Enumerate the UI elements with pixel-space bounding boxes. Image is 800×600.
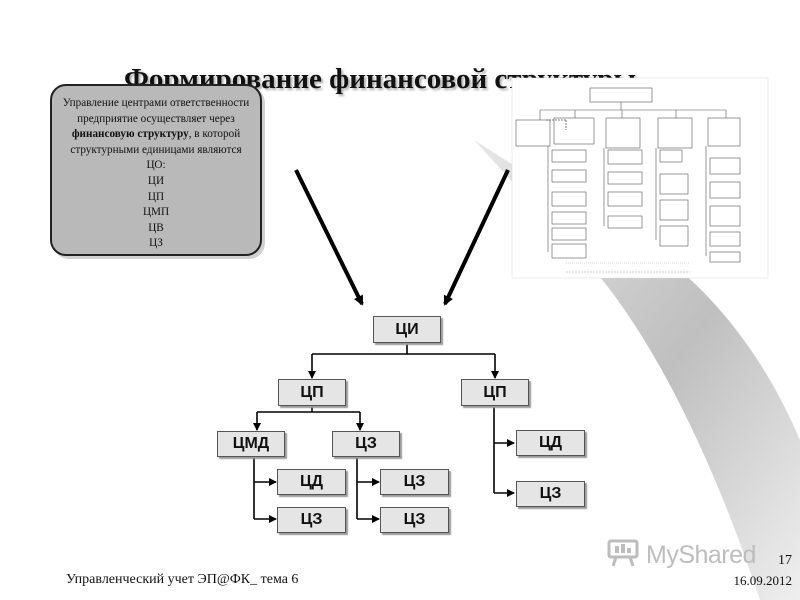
arrow-from-info-box (294, 169, 364, 306)
node-cz-mid: ЦЗ (332, 431, 400, 457)
node-cmd-cz: ЦЗ (277, 507, 346, 533)
footer-course-title: Управленческий учет ЭП@ФК_ тема 6 (66, 572, 299, 587)
footer-date: 16.09.2012 (733, 573, 793, 588)
node-ci-root: ЦИ (373, 316, 441, 343)
unit-item: ЦП (147, 190, 165, 203)
node-cp-left: ЦП (278, 379, 346, 406)
node-cz-cz-1: ЦЗ (380, 469, 449, 495)
unit-item: ЦЗ (149, 237, 163, 250)
info-text-bold: финансовую структуру (71, 128, 189, 141)
watermark: MyShared (606, 538, 756, 573)
org-chart-thumbnail (511, 77, 769, 279)
info-text-before: Управление центрами ответственности пред… (62, 97, 250, 125)
watermark-text: MyShared (646, 541, 756, 569)
presentation-board-icon (606, 538, 640, 573)
node-cp-right: ЦП (461, 379, 529, 406)
hierarchy-connectors (253, 343, 515, 523)
unit-item: ЦИ (147, 174, 165, 187)
arrow-from-thumbnail (443, 169, 510, 306)
info-text-after: , в которой структурными единицами являю… (70, 128, 242, 156)
node-cmd-cd: ЦД (277, 469, 346, 495)
unit-item: ЦВ (148, 221, 164, 234)
unit-item: ЦО: (146, 159, 166, 172)
unit-item: ЦМП (142, 206, 170, 219)
node-cmd: ЦМД (217, 431, 285, 457)
decorative-fan-shape (474, 140, 800, 600)
node-right-cz: ЦЗ (516, 481, 585, 507)
node-right-cd: ЦД (516, 430, 585, 456)
info-paragraph: Управление центрами ответственности пред… (56, 96, 256, 158)
info-box: Управление центрами ответственности пред… (50, 84, 262, 256)
node-cz-cz-2: ЦЗ (380, 507, 449, 533)
page-number: 17 (778, 553, 792, 568)
